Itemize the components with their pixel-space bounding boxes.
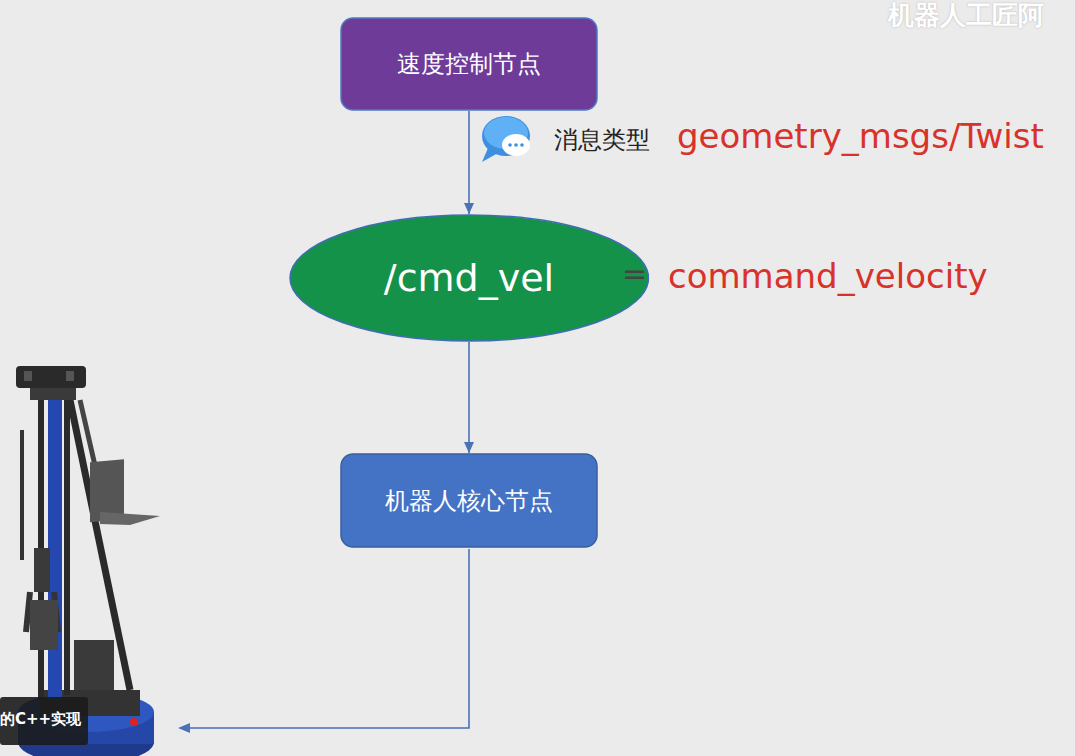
topic-meaning: command_velocity bbox=[668, 256, 988, 296]
equals-sign: = bbox=[622, 256, 647, 291]
node-text: /cmd_vel bbox=[384, 256, 554, 300]
caption-fragment: 的C++实现 bbox=[0, 710, 81, 729]
chat-icon bbox=[482, 116, 530, 162]
connector-arrow bbox=[464, 342, 474, 453]
message-type-label: 消息类型 bbox=[554, 124, 650, 156]
caption-panel bbox=[0, 697, 88, 745]
connector-arrow bbox=[464, 111, 474, 214]
watermark: 机器人工匠阿 bbox=[888, 0, 1044, 33]
node-text: 速度控制节点 bbox=[397, 48, 541, 80]
output-arrow bbox=[178, 549, 469, 733]
process-box: 机器人核心节点 bbox=[340, 453, 598, 548]
topic-ellipse: /cmd_vel bbox=[289, 214, 650, 342]
process-box: 速度控制节点 bbox=[340, 17, 598, 111]
node-text: 机器人核心节点 bbox=[385, 485, 553, 517]
message-type-name: geometry_msgs/Twist bbox=[677, 116, 1044, 156]
